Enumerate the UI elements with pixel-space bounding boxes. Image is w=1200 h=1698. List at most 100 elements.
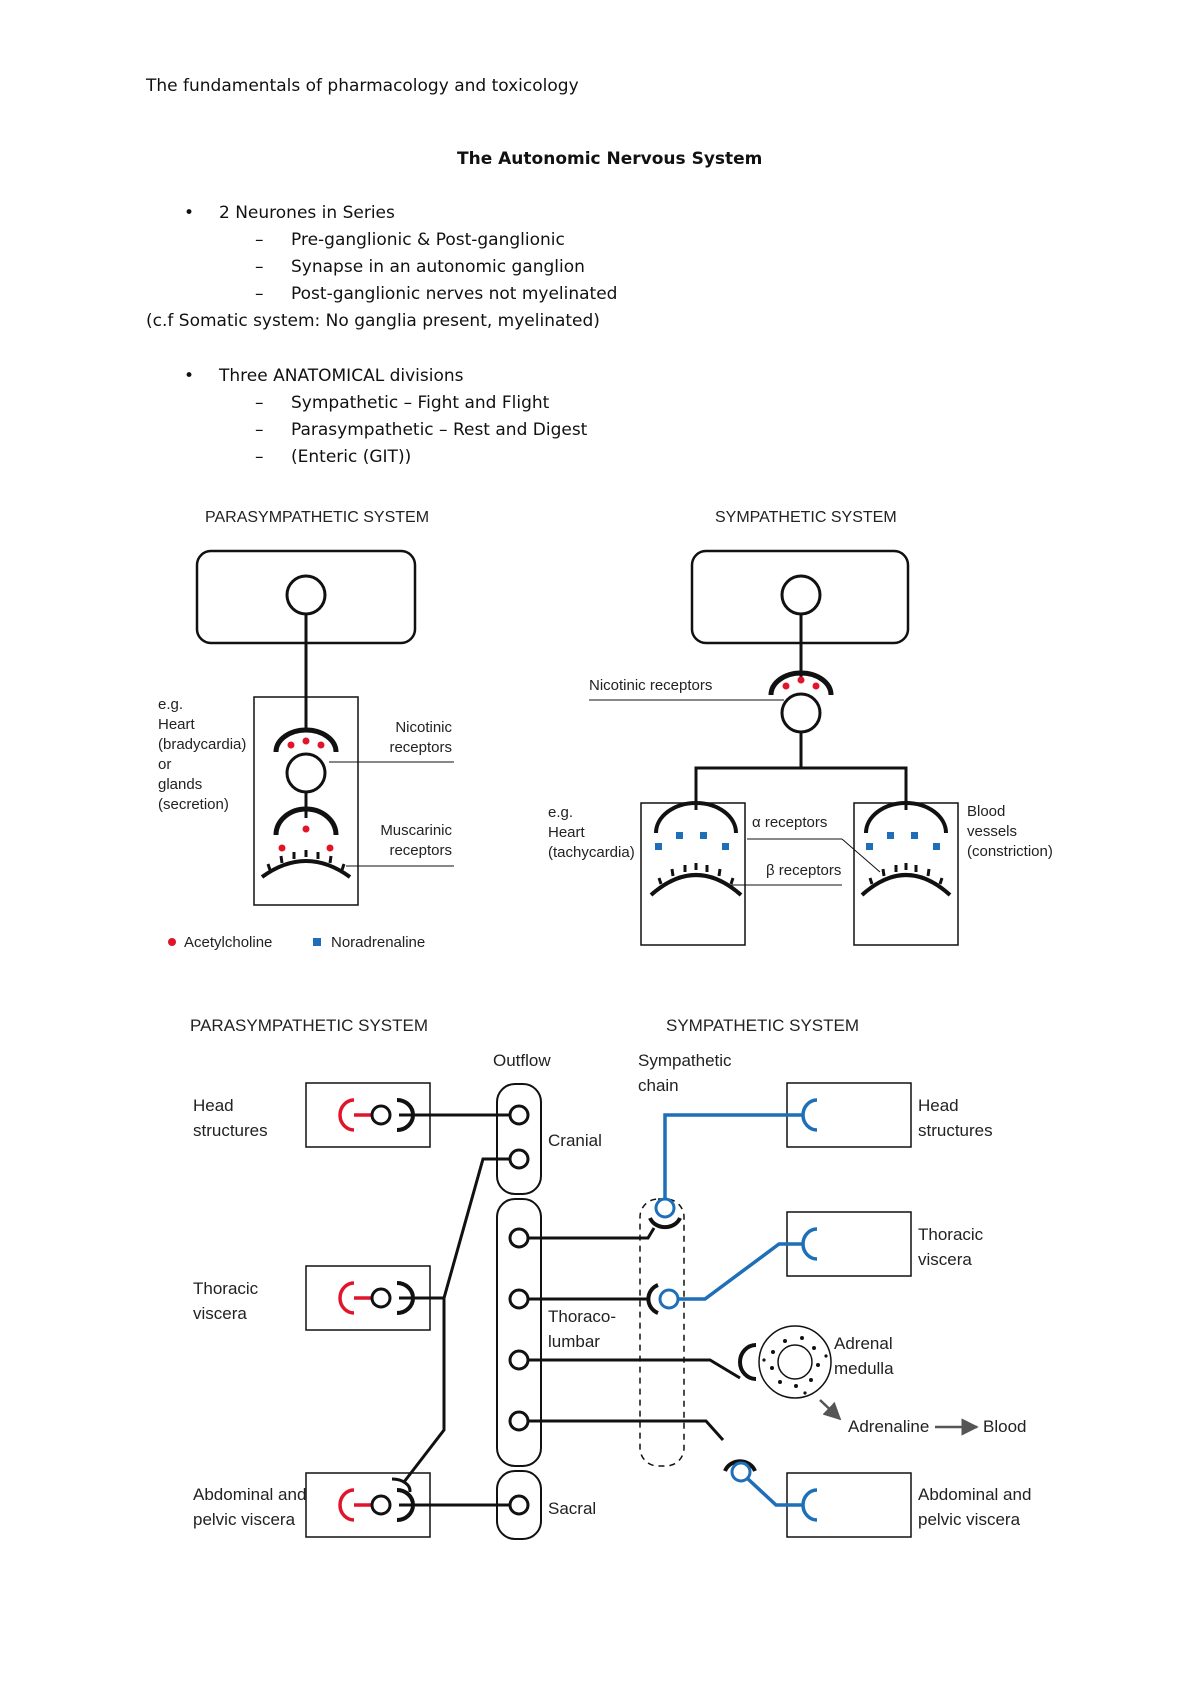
noradrenaline-square [700, 832, 707, 839]
alpha-receptor-membrane [860, 873, 952, 897]
thoracolumbar-outflow-segment [496, 1198, 542, 1467]
dash-marker: – [255, 447, 264, 467]
noradrenaline-square [933, 843, 940, 850]
thoracolumbar-label: lumbar [548, 1332, 600, 1351]
muscarinic-receptor-membrane [260, 859, 352, 879]
para-target-label: Abdominal and [193, 1485, 306, 1504]
legend-noradrenaline-square [313, 938, 321, 946]
legend-acetylcholine-dot [168, 938, 176, 946]
para-example-line: or [158, 756, 171, 773]
outflow-node [508, 1410, 530, 1432]
noradrenaline-square [911, 832, 918, 839]
symp-target-label: viscera [918, 1250, 972, 1269]
sub-list-item: (Enteric (GIT)) [291, 447, 412, 467]
figure2-para-title: PARASYMPATHETIC SYSTEM [190, 1016, 428, 1035]
acetylcholine-dot [317, 741, 325, 749]
symp-chain-ganglion-thoracic [646, 1227, 818, 1315]
blood-vessels-label: (constriction) [967, 843, 1053, 860]
outflow-node [508, 1349, 530, 1371]
sub-list-item: Parasympathetic – Rest and Digest [291, 420, 588, 440]
sympathetic-chain-label: chain [638, 1076, 679, 1095]
list-item: Three ANATOMICAL divisions [219, 366, 464, 386]
noradrenaline-square [722, 843, 729, 850]
symp-target-box-thoracic [786, 1211, 912, 1277]
blood-vessels-label: Blood [967, 803, 1005, 820]
noradrenaline-square [887, 832, 894, 839]
outflow-node [508, 1148, 530, 1170]
adrenal-label: Adrenal [834, 1334, 893, 1353]
symp-chain-ganglion-head [648, 1098, 818, 1230]
outflow-label: Outflow [493, 1051, 551, 1070]
effector-box [253, 696, 359, 906]
list-item: 2 Neurones in Series [219, 203, 395, 223]
nicotinic-label: Nicotinic [395, 719, 452, 736]
para-example-line: Heart [158, 716, 196, 733]
acetylcholine-dot [302, 737, 310, 745]
acetylcholine-dot [326, 844, 334, 852]
figure-1-parasympathetic: PARASYMPATHETIC SYSTEM e.g. Heart (brady… [158, 509, 454, 951]
symp-example-line: Heart [548, 824, 586, 841]
para-target-label: Thoracic [193, 1279, 259, 1298]
para-ganglion-head [338, 1098, 415, 1132]
sub-list-item: Pre-ganglionic & Post-ganglionic [291, 230, 565, 250]
para-target-label: pelvic viscera [193, 1510, 296, 1529]
acetylcholine-dot [287, 741, 295, 749]
symp-target-label: pelvic viscera [918, 1510, 1021, 1529]
symp-target-box-abdominal [786, 1472, 912, 1538]
symp-target-box-head [786, 1082, 912, 1148]
para-ganglion-abdominal [338, 1477, 415, 1522]
figure2-symp-title: SYMPATHETIC SYSTEM [666, 1016, 859, 1035]
symp-target-label: Head [918, 1096, 959, 1115]
para-target-label: structures [193, 1121, 268, 1140]
para-target-label: viscera [193, 1304, 247, 1323]
acetylcholine-dot [797, 676, 805, 684]
alpha-receptors-label: α receptors [752, 814, 827, 831]
blood-label: Blood [983, 1417, 1026, 1436]
legend-noradrenaline: Noradrenaline [331, 934, 425, 951]
dash-marker: – [255, 230, 264, 250]
nicotinic-label: receptors [389, 739, 452, 756]
note-line: (c.f Somatic system: No ganglia present,… [146, 311, 600, 331]
dash-marker: – [255, 420, 264, 440]
dash-marker: – [255, 393, 264, 413]
para-example-line: (bradycardia) [158, 736, 246, 753]
beta-receptor-membrane [649, 873, 743, 897]
figure1-para-title: PARASYMPATHETIC SYSTEM [205, 509, 429, 526]
para-example-line: glands [158, 776, 202, 793]
dash-marker: – [255, 284, 264, 304]
outflow-node [508, 1288, 530, 1310]
symp-target-label: Abdominal and [918, 1485, 1031, 1504]
sacral-label: Sacral [548, 1499, 596, 1518]
bullet-marker: • [184, 366, 195, 386]
symp-target-label: Thoracic [918, 1225, 984, 1244]
para-example-line: e.g. [158, 696, 183, 713]
preganglionic-cell-body [285, 574, 327, 616]
ganglion-cell-body [780, 692, 822, 734]
muscarinic-label: Muscarinic [380, 822, 452, 839]
acetylcholine-dot [278, 844, 286, 852]
sympathetic-chain-label: Sympathetic [638, 1051, 732, 1070]
symp-nicotinic-label: Nicotinic receptors [589, 677, 712, 694]
symp-prevertebral-ganglion [723, 1459, 818, 1522]
thoracolumbar-label: Thoraco- [548, 1307, 616, 1326]
legend-acetylcholine: Acetylcholine [184, 934, 272, 951]
adrenal-label: medulla [834, 1359, 894, 1378]
para-example-line: (secretion) [158, 796, 229, 813]
symp-example-line: e.g. [548, 804, 573, 821]
outflow-node [508, 1494, 530, 1516]
symp-target-label: structures [918, 1121, 993, 1140]
sub-list-item: Synapse in an autonomic ganglion [291, 257, 585, 277]
ganglion-cell-body [285, 752, 327, 794]
sub-list-item: Sympathetic – Fight and Flight [291, 393, 550, 413]
beta-receptors-label: β receptors [766, 862, 841, 879]
figure-2-outflow: PARASYMPATHETIC SYSTEM SYMPATHETIC SYSTE… [190, 1016, 1031, 1540]
figure1-symp-title: SYMPATHETIC SYSTEM [715, 509, 897, 526]
noradrenaline-square [655, 843, 662, 850]
adrenaline-label: Adrenaline [848, 1417, 929, 1436]
noradrenaline-square [866, 843, 873, 850]
acetylcholine-dot [782, 682, 790, 690]
cranial-label: Cranial [548, 1131, 602, 1150]
acetylcholine-dot [812, 682, 820, 690]
para-ganglion-thoracic [338, 1281, 415, 1315]
